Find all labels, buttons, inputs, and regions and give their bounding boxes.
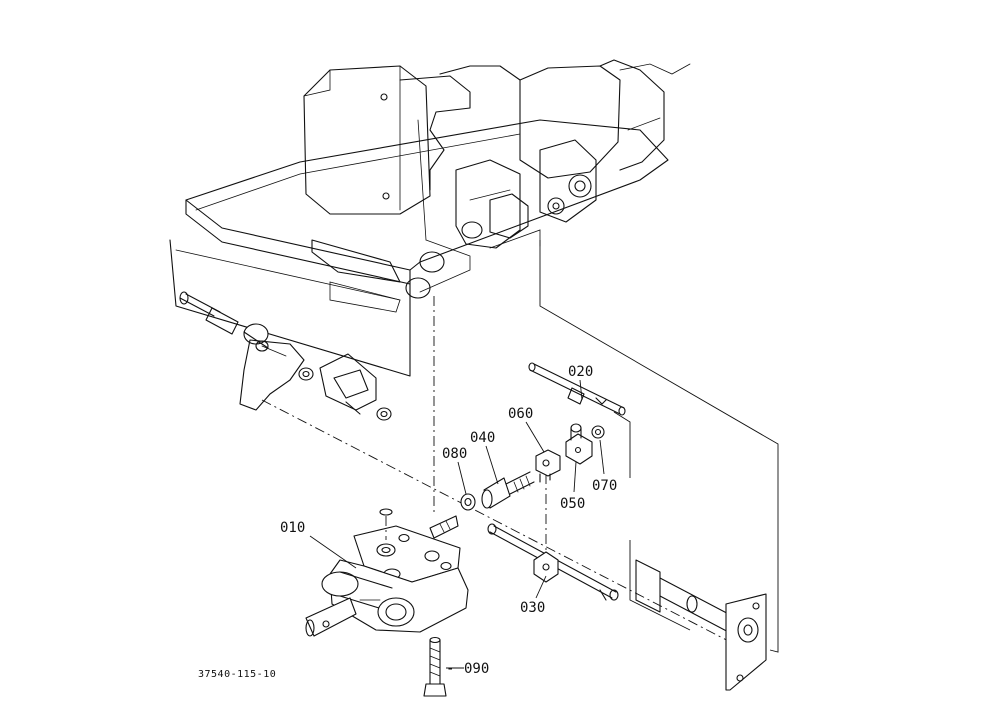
part-060-swivel: [535, 449, 561, 483]
label-070: 070: [592, 478, 617, 494]
part-080-bushing: [460, 493, 476, 511]
part-070-nut: [591, 425, 605, 439]
part-labels: 010 020 030 040 050 060 070 080 - 090 37…: [198, 364, 617, 680]
part-050-clevis: [565, 423, 593, 465]
part-020-rod: [528, 362, 626, 416]
leader-020: [579, 379, 583, 401]
leader-080: [457, 461, 467, 495]
tractor-housing: [169, 59, 691, 377]
part-090-bolt: [423, 636, 447, 697]
leader-060: [525, 421, 545, 453]
leader-050: [573, 461, 577, 493]
leader-040: [485, 445, 499, 485]
label-030: 030: [520, 600, 545, 616]
leader-030: [535, 575, 547, 599]
part-010-valve: [305, 508, 469, 637]
label-080: 080: [442, 446, 467, 462]
drawing-reference-code: 37540-115-10: [198, 669, 276, 680]
label-090: 090: [464, 661, 489, 677]
label-040: 040: [470, 430, 495, 446]
part-030-rod: [487, 523, 619, 601]
part-040-bolt: [481, 471, 535, 509]
label-050: 050: [560, 496, 585, 512]
leader-070: [599, 439, 605, 475]
label-010: 010: [280, 520, 305, 536]
reference-lines: [433, 240, 779, 653]
svg-text:-: -: [446, 661, 454, 677]
left-linkage-assembly: [179, 291, 743, 649]
right-bracket-assembly: [635, 559, 767, 691]
leader-010: [309, 535, 357, 569]
label-020: 020: [568, 364, 593, 380]
label-060: 060: [508, 406, 533, 422]
